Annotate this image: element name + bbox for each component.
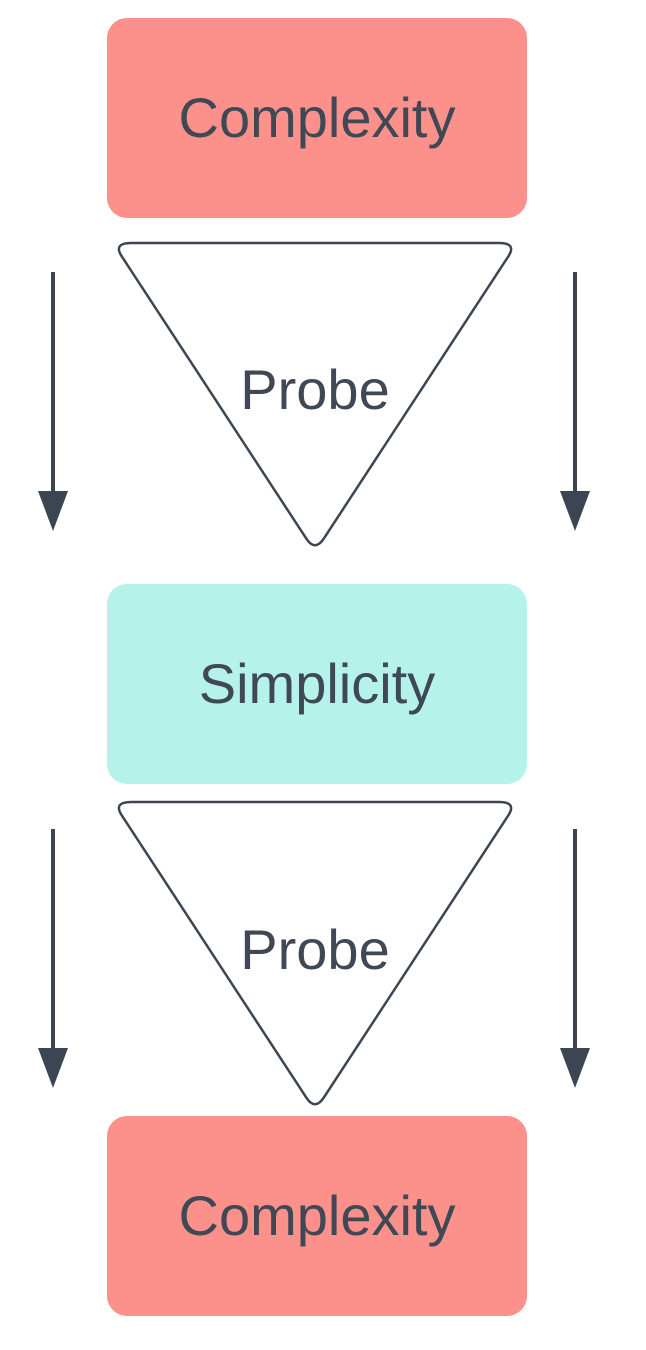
- down-arrow-icon-left-1: [38, 272, 68, 531]
- down-arrow-icon-right-2: [560, 829, 590, 1088]
- node-probe-2: [117, 800, 513, 1106]
- down-arrow-head: [38, 1048, 68, 1088]
- node-probe-1: [117, 241, 513, 547]
- node-simplicity-label: Simplicity: [198, 652, 436, 715]
- down-arrow-icon-left-2: [38, 829, 68, 1088]
- node-simplicity: Simplicity: [107, 584, 527, 784]
- down-arrow-head: [560, 491, 590, 531]
- node-probe-2-label: Probe: [240, 918, 390, 981]
- inverted-triangle-shape: [117, 800, 513, 1106]
- inverted-triangle-shape: [117, 241, 513, 547]
- down-arrow-icon-right-1: [560, 272, 590, 531]
- node-probe-1-label: Probe: [240, 358, 390, 421]
- down-arrow-head: [560, 1048, 590, 1088]
- node-complexity-bottom-label: Complexity: [178, 1184, 456, 1247]
- node-complexity-top-label: Complexity: [178, 86, 456, 149]
- down-arrow-head: [38, 491, 68, 531]
- node-complexity-bottom: Complexity: [107, 1116, 527, 1316]
- node-complexity-top: Complexity: [107, 18, 527, 218]
